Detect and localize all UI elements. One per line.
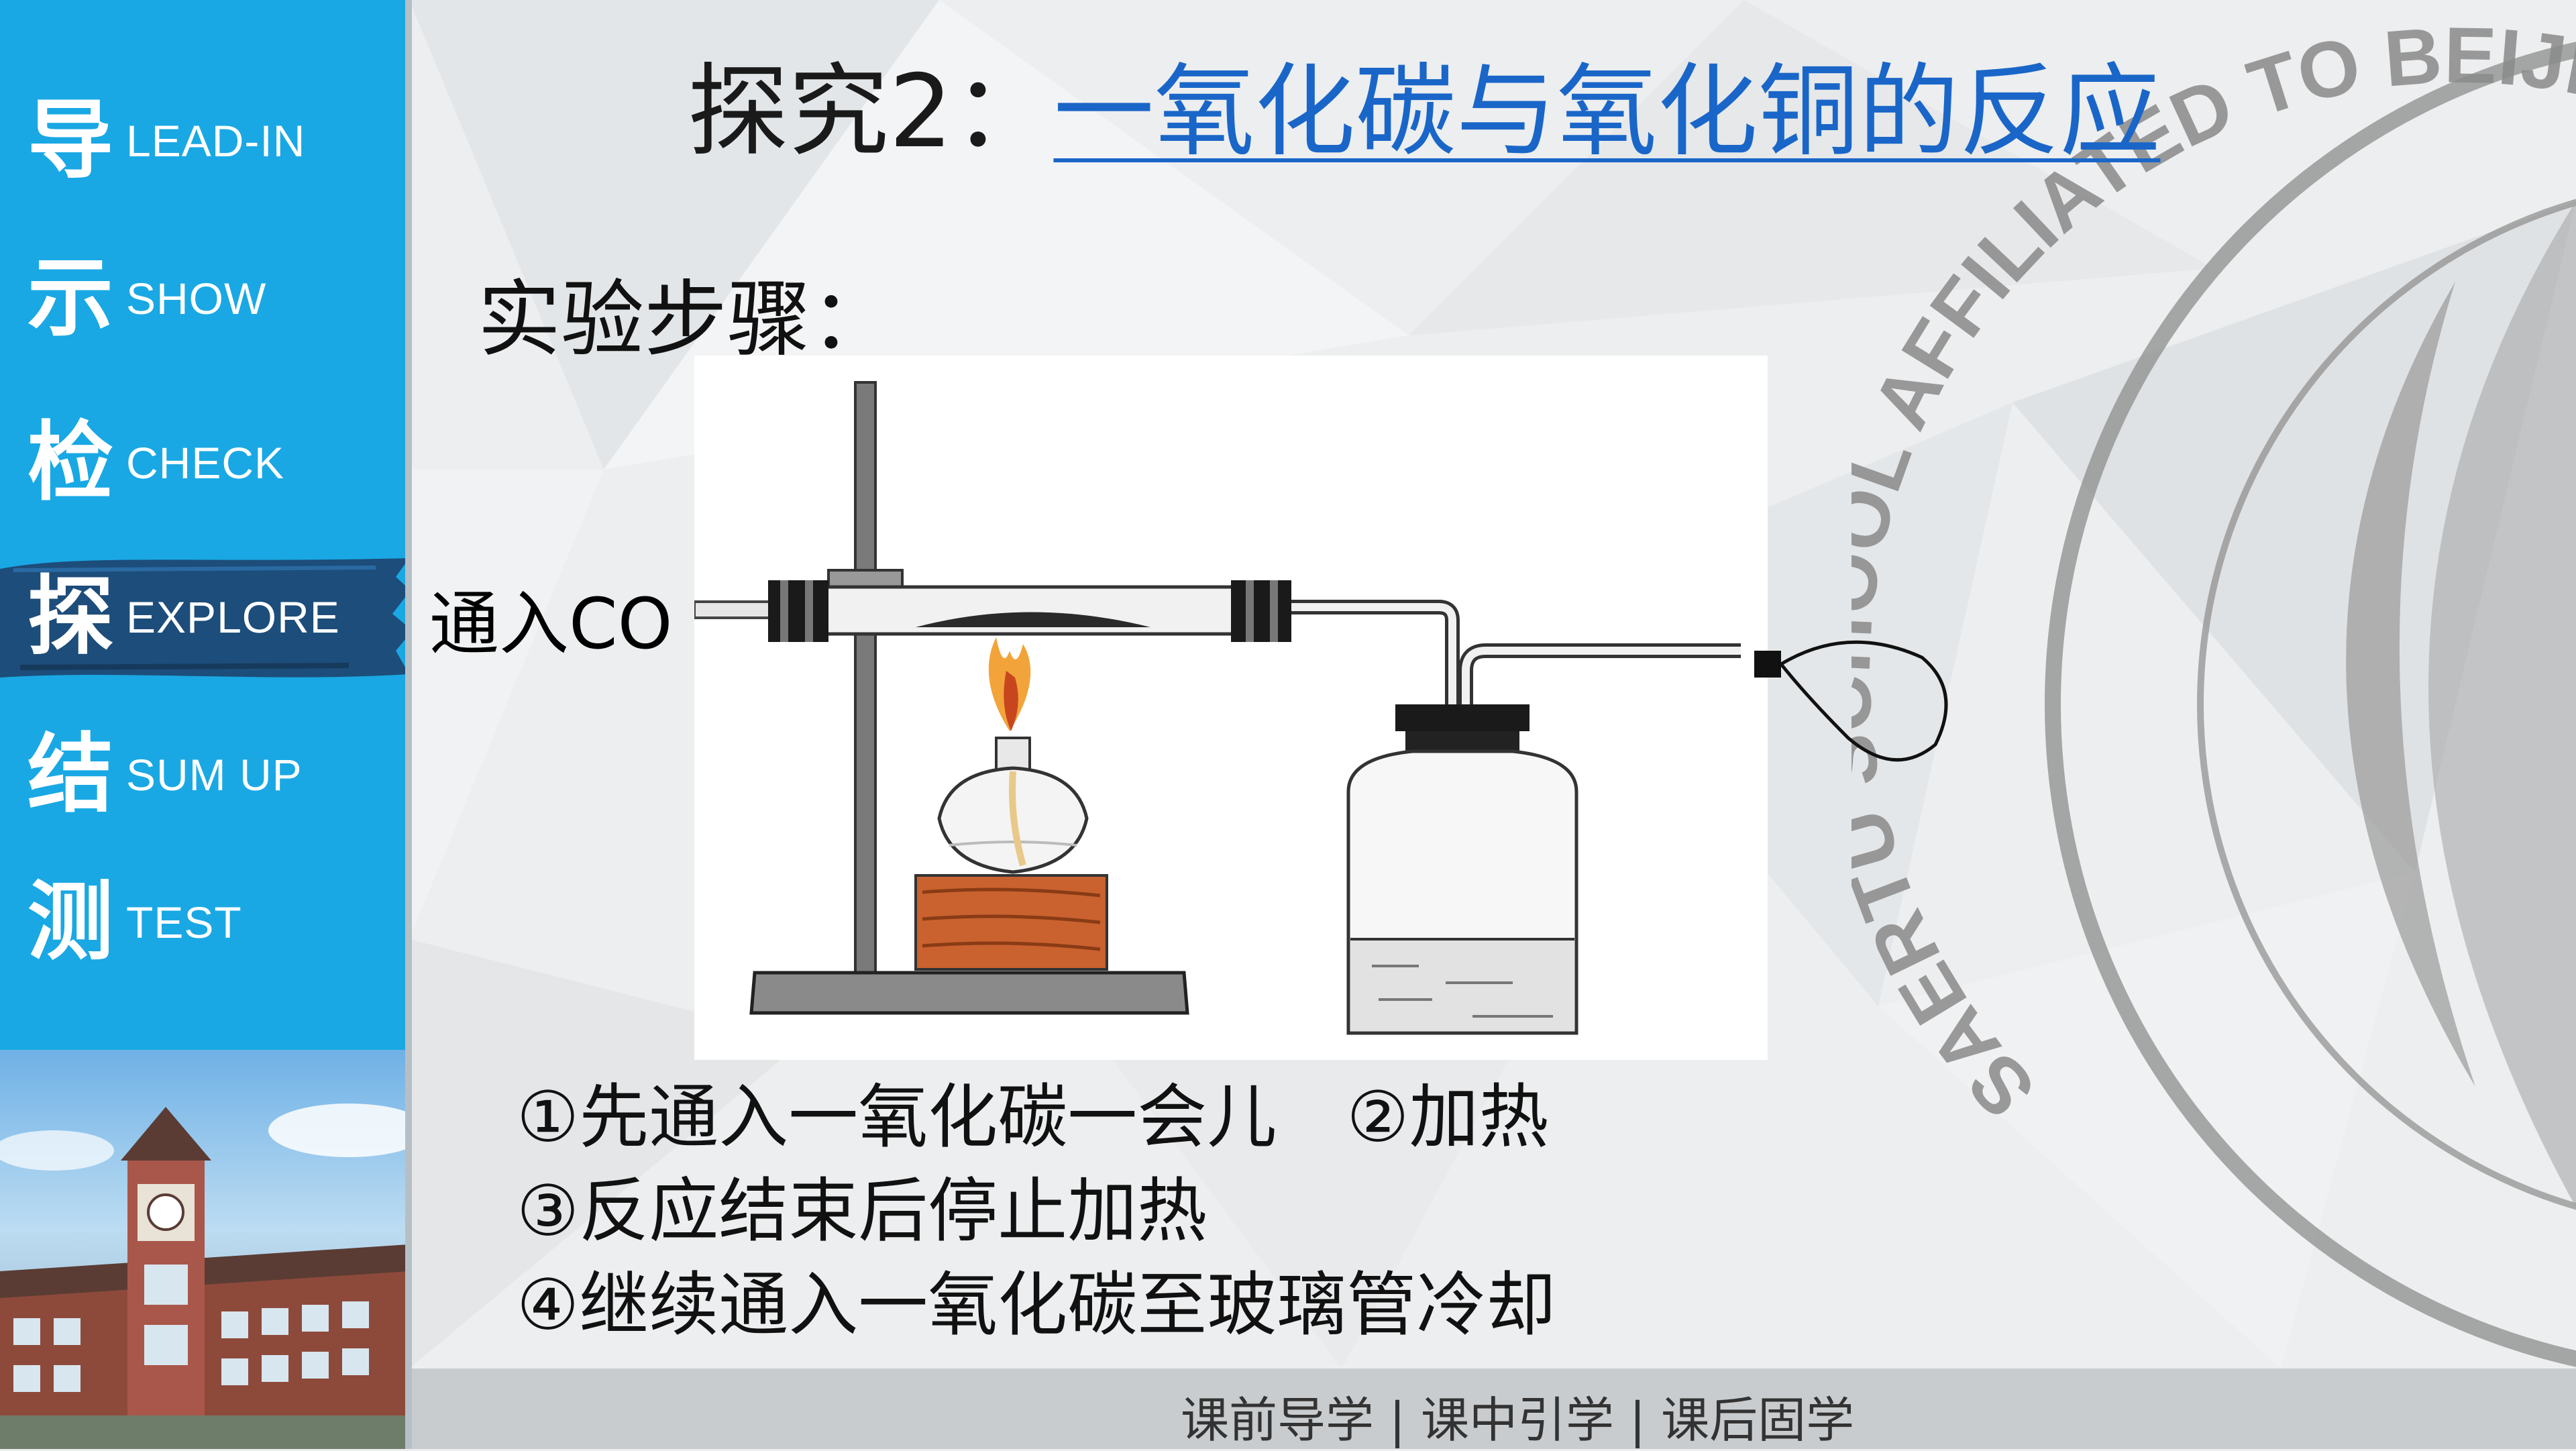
experiment-apparatus-diagram [694,356,1768,1060]
sidebar-item-lead-in[interactable]: 导 LEAD-IN [0,74,409,208]
footer-bar [412,1368,2576,1449]
sidebar-item-cn: 示 [27,248,113,348]
sidebar-item-cn: 测 [27,872,113,972]
sidebar-item-cn: 检 [27,413,113,513]
sidebar-item-label: CHECK [126,438,285,488]
sidebar-item-label: SHOW [126,274,267,323]
sidebar-item-sum-up[interactable]: 结 SUM UP [0,708,409,842]
school-seal-watermark: SAERTU SCHOOL AFFILIATED TO BEIJI [1851,11,2576,1367]
sidebar-item-check[interactable]: 检 CHECK [0,396,409,530]
iron-stand [749,381,1189,1015]
sidebar-item-show[interactable]: 示 SHOW [0,231,409,366]
sidebar-item-test[interactable]: 测 TEST [0,855,409,989]
school-building-image [0,1050,409,1449]
sidebar-item-label: SUM UP [126,750,303,800]
step-line: ④继续通入一氧化碳至玻璃管冷却 [517,1264,1556,1346]
step-line: ①先通入一氧化碳一会儿 ②加热 [517,1076,1549,1158]
section-heading: 实验步骤： [478,272,894,368]
page-title: 探究2：一氧化碳与氧化铜的反应 [688,57,2160,168]
balloon [1754,640,1948,762]
gas-washing-bottle [1346,704,1578,1035]
alcohol-lamp [914,637,1108,971]
sidebar-item-label: TEST [126,898,242,947]
combustion-tube [694,580,1291,642]
experiment-steps: ①先通入一氧化碳一会儿 ②加热 ③反应结束后停止加热 ④继续通入一氧化碳至玻璃管… [517,1070,1556,1352]
active-brush-highlight [0,558,409,678]
sidebar-item-cn: 探 [27,567,113,667]
sidebar-divider [405,0,412,1449]
sidebar-item-cn: 结 [27,724,113,824]
title-link[interactable]: 一氧化碳与氧化铜的反应 [1053,54,2161,170]
sidebar-item-label: EXPLORE [126,592,340,642]
sidebar-nav: 导 LEAD-IN 示 SHOW 检 CHECK 探 EXPLORE 结 SUM… [0,0,409,1050]
sidebar-item-label: LEAD-IN [126,116,306,166]
step-line: ③反应结束后停止加热 [517,1170,1208,1252]
sidebar-item-cn: 导 [27,91,113,191]
sidebar-item-explore[interactable]: 探 EXPLORE [0,550,409,684]
title-prefix: 探究2： [688,54,1054,170]
co-inlet-label: 通入CO [429,583,673,665]
footer-text: 课前导学 | 课中引学 | 课后固学 [1181,1392,1855,1448]
